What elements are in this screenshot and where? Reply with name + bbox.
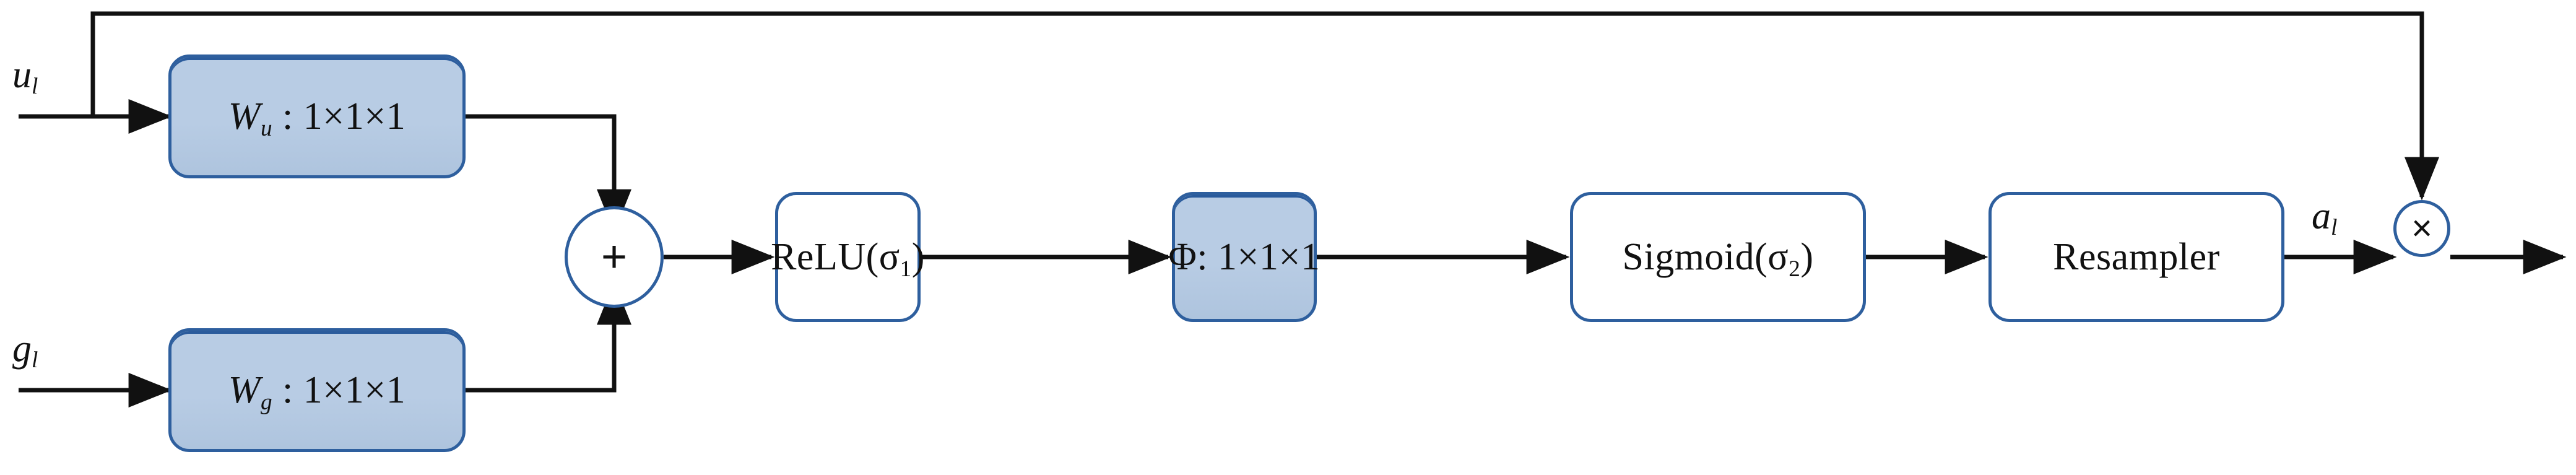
wire-wu-to-add [466, 114, 631, 233]
operator-add[interactable]: + [565, 206, 664, 308]
label-ul: ul [12, 54, 38, 100]
node-w-u-label: Wu : 1×1×1 [228, 95, 406, 142]
node-w-u[interactable]: Wu : 1×1×1 [168, 54, 466, 178]
node-phi[interactable]: Φ: 1×1×1 [1169, 192, 1320, 322]
node-sigmoid-label: Sigmoid(σ2) [1622, 236, 1814, 282]
operator-multiply[interactable]: × [2393, 200, 2450, 257]
wire-ul-skip-branch [90, 11, 2439, 201]
node-phi-label: Φ: 1×1×1 [1168, 236, 1321, 278]
label-al: al [2312, 195, 2338, 241]
node-resampler[interactable]: Resampler [1988, 192, 2284, 322]
node-sigmoid[interactable]: Sigmoid(σ2) [1570, 192, 1866, 322]
node-relu[interactable]: ReLU(σ1) [771, 192, 924, 322]
node-w-g-label: Wg : 1×1×1 [228, 369, 406, 416]
label-gl: gl [12, 328, 38, 373]
node-relu-label: ReLU(σ1) [771, 236, 925, 282]
node-resampler-label: Resampler [2053, 236, 2220, 278]
operator-multiply-symbol: × [2411, 208, 2432, 248]
node-w-g[interactable]: Wg : 1×1×1 [168, 328, 466, 452]
wire-wg-to-add [466, 281, 631, 393]
operator-add-symbol: + [601, 232, 628, 282]
